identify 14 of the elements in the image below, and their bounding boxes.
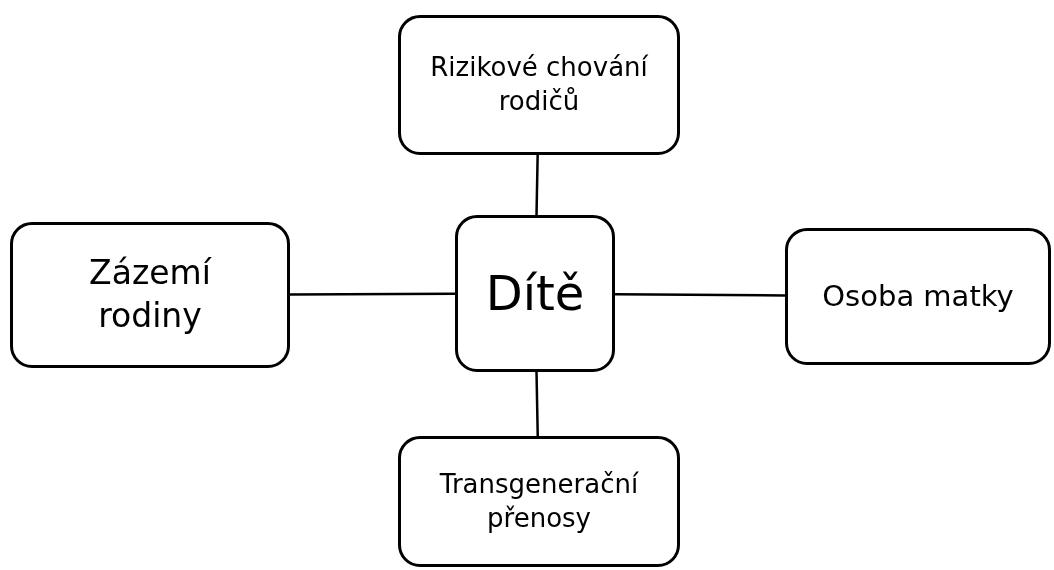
node-label: Transgenerační přenosy (438, 467, 640, 535)
rounded-box (785, 228, 1051, 365)
node-label: Dítě (485, 264, 585, 324)
connector-line (615, 292, 785, 297)
rounded-box (398, 15, 680, 155)
connector-line (535, 371, 539, 437)
connector-line (535, 154, 539, 216)
node-label: Osoba matky (822, 277, 1014, 315)
connector-line (290, 292, 455, 296)
rounded-box (398, 436, 680, 567)
rounded-box (10, 222, 290, 368)
rounded-box (455, 215, 615, 372)
node-label: Zázemí rodiny (88, 252, 213, 337)
node-label: Rizikové chování rodičů (429, 51, 649, 118)
